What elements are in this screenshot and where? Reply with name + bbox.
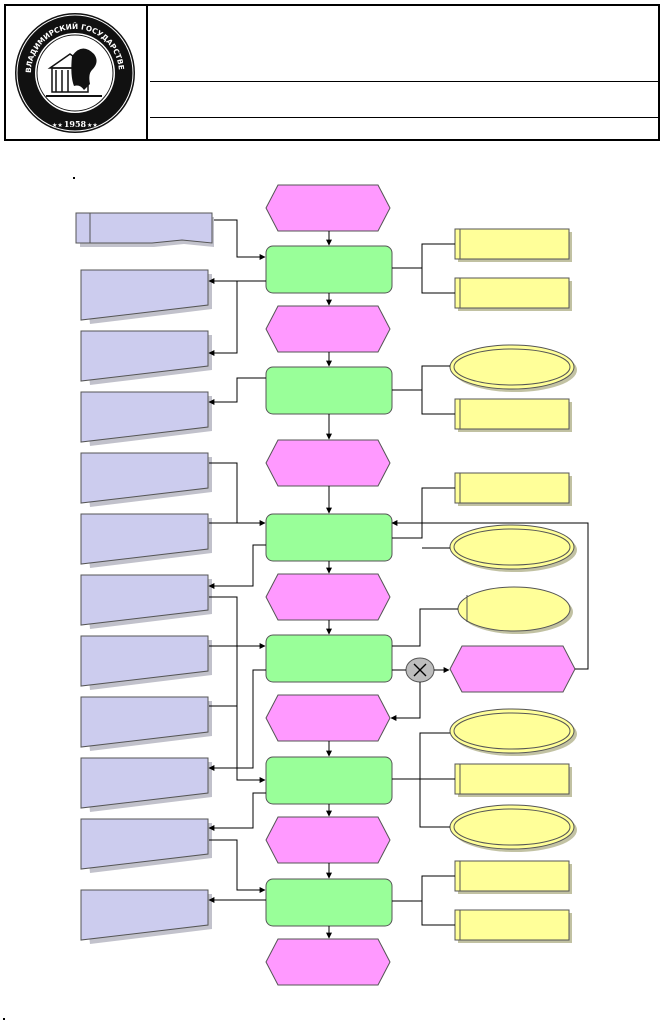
document-node xyxy=(80,818,209,870)
info-shapes xyxy=(454,228,572,943)
x-circle-icon xyxy=(405,657,435,683)
svg-text:★★: ★★ xyxy=(87,122,98,129)
info-node xyxy=(454,277,570,309)
document-node xyxy=(80,269,209,321)
seal-year: 1958 xyxy=(64,119,87,129)
header-row-divider xyxy=(150,81,658,82)
org-node xyxy=(449,708,575,754)
document-node xyxy=(80,513,209,565)
info-node xyxy=(454,763,570,795)
connectors xyxy=(208,219,589,939)
function-node xyxy=(265,634,393,683)
logo-cell: ВЛАДИМИРСКИЙ ГОСУДАРСТВЕННЫЙ УНИВЕРСИТЕТ… xyxy=(2,0,148,139)
event-node xyxy=(265,439,391,487)
document-node xyxy=(80,757,209,809)
event-node xyxy=(449,645,576,693)
event-node xyxy=(265,305,391,353)
document-node xyxy=(80,391,209,443)
university-seal-logo: ВЛАДИМИРСКИЙ ГОСУДАРСТВЕННЫЙ УНИВЕРСИТЕТ… xyxy=(2,0,135,133)
event-node xyxy=(265,938,391,986)
document-node xyxy=(80,696,209,748)
org-shapes xyxy=(449,344,577,852)
org-node xyxy=(449,804,575,850)
document-node xyxy=(75,212,213,244)
document-node xyxy=(80,452,209,504)
event-node xyxy=(265,694,391,742)
document-node xyxy=(80,889,209,941)
function-node xyxy=(265,245,393,294)
info-node xyxy=(454,398,570,430)
org-node xyxy=(457,586,571,632)
dot-mark xyxy=(3,1018,5,1020)
document-shapes xyxy=(75,212,214,944)
header-row-divider xyxy=(150,117,658,118)
event-node xyxy=(265,184,391,232)
info-node xyxy=(454,860,570,892)
function-node xyxy=(265,878,393,927)
event-node xyxy=(265,816,391,864)
function-node xyxy=(265,366,393,415)
document-node xyxy=(80,330,209,382)
org-node xyxy=(449,344,575,390)
info-node xyxy=(454,909,570,941)
info-node xyxy=(454,228,570,260)
document-node xyxy=(80,574,209,626)
event-node xyxy=(265,573,391,621)
function-node xyxy=(265,513,393,562)
title-block: ВЛАДИМИРСКИЙ ГОСУДАРСТВЕННЫЙ УНИВЕРСИТЕТ… xyxy=(2,0,660,141)
function-shapes xyxy=(265,245,393,927)
function-node xyxy=(265,756,393,805)
event-shapes xyxy=(265,184,576,986)
dot-mark xyxy=(73,177,75,179)
svg-text:★★: ★★ xyxy=(52,122,63,129)
info-node xyxy=(454,472,570,504)
org-node xyxy=(449,524,575,570)
document-node xyxy=(80,635,209,687)
epc-process-diagram xyxy=(75,184,589,986)
